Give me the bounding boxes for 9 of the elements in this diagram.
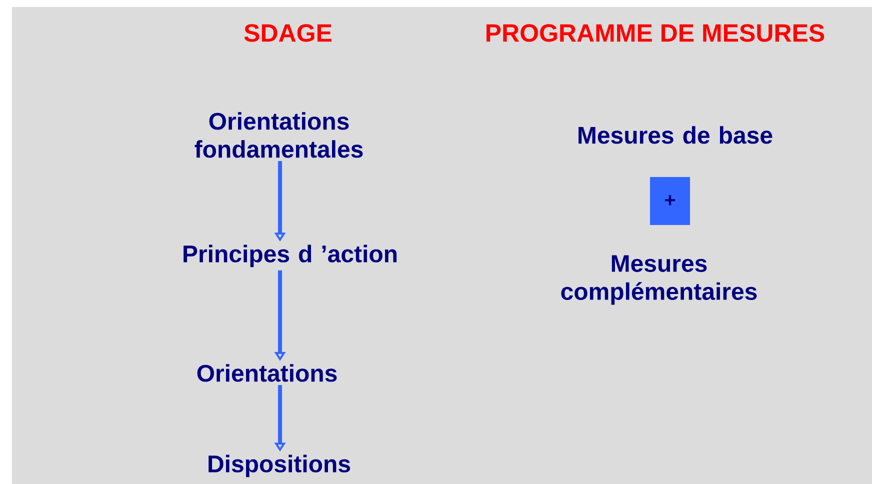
column-heading: PROGRAMME DE MESURES bbox=[486, 24, 824, 42]
step-text: Dispositions bbox=[208, 454, 350, 478]
column-heading: SDAGE bbox=[244, 24, 332, 42]
step-text: Mesures de base bbox=[578, 126, 772, 144]
step-text: Principes d ’action bbox=[184, 244, 397, 268]
step-text: Orientations fondamentales bbox=[194, 112, 363, 158]
step-text: Mesures complémentaires bbox=[561, 255, 757, 305]
step-text: Orientations bbox=[197, 364, 337, 382]
plus-box: + bbox=[650, 177, 690, 225]
